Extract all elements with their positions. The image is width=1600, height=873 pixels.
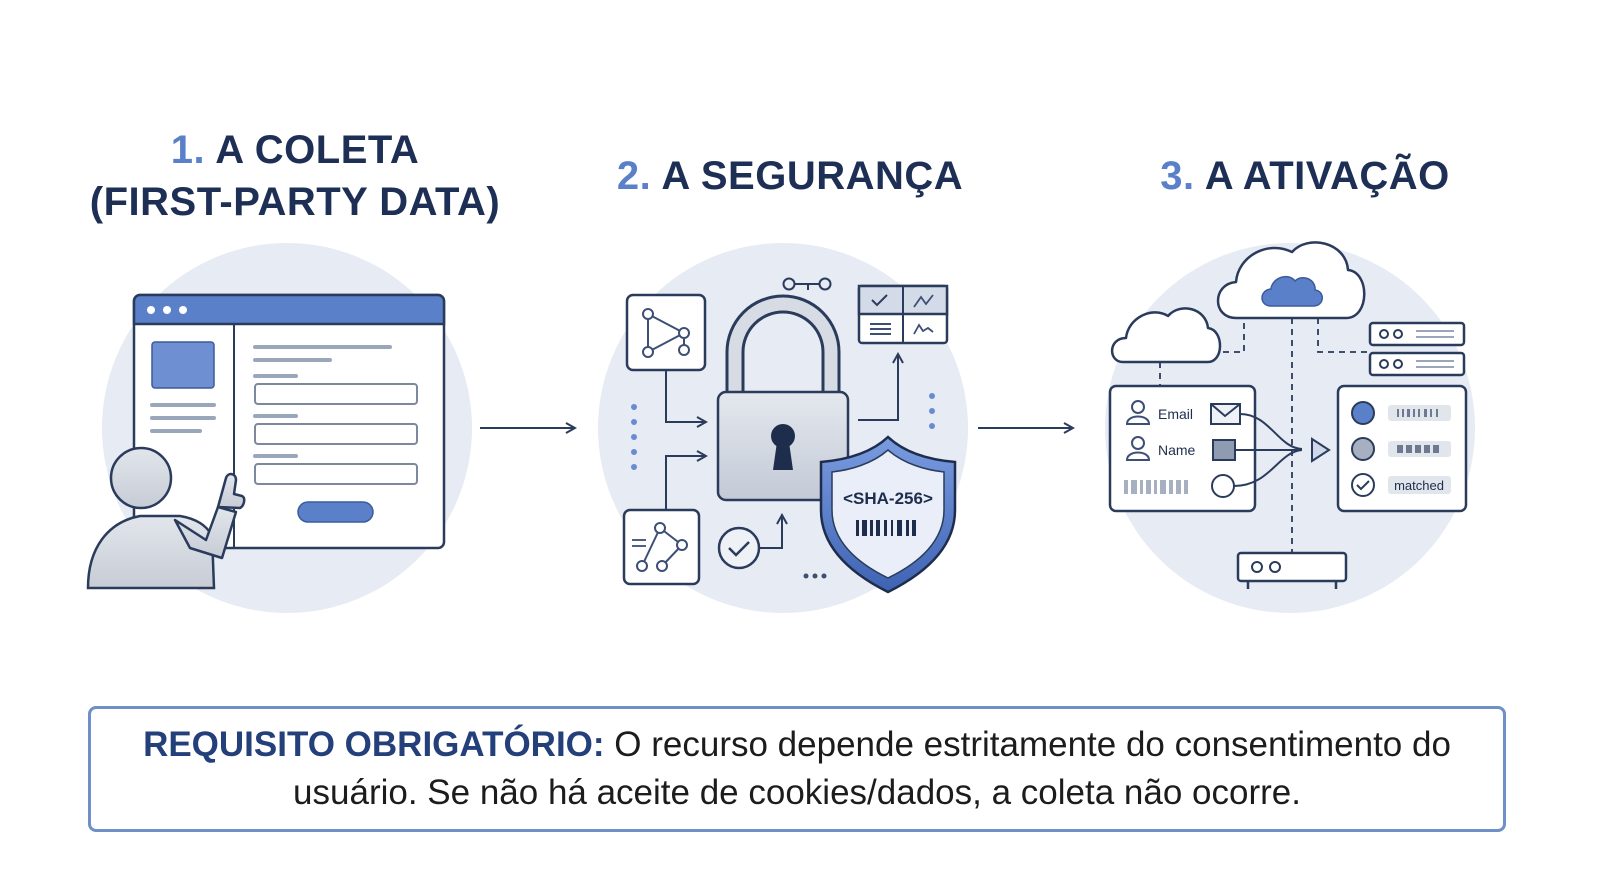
envelope-icon — [1210, 403, 1241, 425]
check-circle-icon — [717, 526, 761, 570]
activation-panel: Email Name — [1105, 241, 1475, 613]
step-2-title-text: A SEGURANÇA — [661, 154, 964, 198]
name-field-label: Name — [1158, 442, 1196, 458]
user-pointing-icon — [86, 446, 246, 590]
collection-panel — [86, 243, 472, 613]
step-1-number: 1. — [170, 128, 206, 172]
security-panel: <SHA-256> — [598, 243, 968, 613]
hashed-value-barcode — [1124, 480, 1188, 494]
step-1-title: 1. A COLETA (FIRST-PARTY DATA) — [60, 124, 530, 228]
padlock-icon — [716, 294, 850, 502]
circle-icon — [1211, 474, 1235, 498]
cloud-icon-large — [1216, 241, 1366, 320]
email-field-label: Email — [1158, 406, 1193, 422]
step-2-title: 2. A SEGURANÇA — [595, 150, 985, 202]
matched-label: matched — [1394, 478, 1444, 493]
hashed-value-barcode — [1397, 445, 1439, 453]
dashed-connectors — [1159, 312, 1368, 552]
step-3-title-text: A ATIVAÇÃO — [1204, 154, 1450, 198]
server-device-icon — [1236, 551, 1348, 589]
requirement-label: REQUISITO OBRIGATÓRIO: — [143, 725, 605, 764]
process-graph-icon — [622, 508, 701, 586]
hash-algorithm-label: <SHA-256> — [843, 489, 933, 508]
process-diagram: <SHA-256> — [86, 241, 1475, 613]
person-icon — [1125, 436, 1151, 461]
key-icon — [782, 277, 832, 291]
cloud-icon-small — [1110, 307, 1222, 364]
check-circle-icon — [1351, 473, 1375, 497]
barcode-icon — [856, 520, 916, 536]
browser-window-icon — [132, 293, 446, 550]
match-results-card: matched — [1336, 384, 1468, 513]
step-2-number: 2. — [616, 154, 652, 198]
person-icon — [1125, 400, 1151, 425]
network-graph-icon — [625, 293, 707, 372]
merge-lines — [1233, 413, 1331, 487]
requirement-text: REQUISITO OBRIGATÓRIO: O recurso depende… — [107, 721, 1487, 817]
step-3-title: 3. A ATIVAÇÃO — [1120, 150, 1490, 202]
user-data-card: Email Name — [1108, 384, 1257, 513]
step-3-number: 3. — [1160, 154, 1195, 198]
step-1-title-line1: A COLETA — [215, 128, 420, 172]
dots-decoration — [631, 393, 935, 579]
requirement-body: O recurso depende estritamente do consen… — [293, 725, 1451, 812]
step-1-title-line2: (FIRST-PARTY DATA) — [89, 180, 501, 224]
shield-icon: <SHA-256> — [819, 435, 957, 594]
data-grid-icon — [857, 284, 949, 345]
requirement-callout: REQUISITO OBRIGATÓRIO: O recurso depende… — [88, 706, 1506, 832]
hashed-value-barcode — [1397, 409, 1438, 417]
server-stack-icon — [1368, 321, 1466, 377]
square-icon — [1212, 439, 1236, 461]
connector-lines — [665, 355, 898, 549]
